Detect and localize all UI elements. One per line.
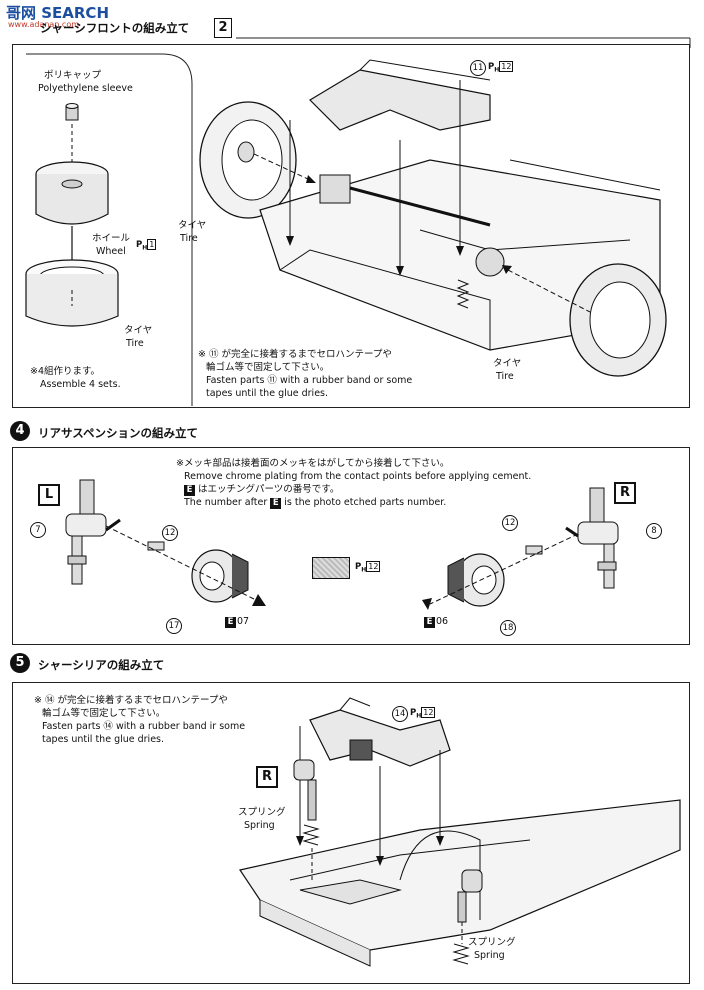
left-part-7: 7 [30,522,46,538]
rear-suspension-right [422,487,619,610]
right-etch-letter: E [424,616,435,628]
left-side-badge: L [38,484,60,506]
watermark-url: www.adanap.com [8,20,79,29]
step5-glue-note-en-1: Fasten parts ⑭ with a rubber band ir som… [42,721,246,732]
step5-title: シャーシリアの組み立て [38,658,165,672]
assemble-note-jp: ※4組作ります。 [30,366,101,377]
plating-swatch [312,557,350,579]
step3-boxed-number: 2 [214,18,232,38]
right-part-18: 18 [500,620,516,636]
right-spring-label-en: Spring [244,820,275,831]
step4-etch-note-en-b: is the photo etched parts number. [284,497,447,508]
watermark-brand: 哥网 SEARCH [6,4,109,22]
rear-chassis-illustration [239,697,681,967]
left-spring-label-en: Spring [474,950,505,961]
step3-title: シャーシフロントの組み立て [40,21,190,35]
step3-glue-note-en-1: Fasten parts ⑪ with a rubber band or som… [206,375,413,386]
step3-wheel-inset [25,53,193,406]
left-part-12: 12 [162,525,178,541]
step4-chrome-note-jp: ※メッキ部品は接着面のメッキをはがしてから接着して下さい。 [176,458,450,469]
etch-marker: E [184,484,195,496]
left-etch-number: 07 [237,616,250,627]
right-etch-number: 06 [436,616,449,627]
step4-etch-note-jp-text: はエッチングパーツの番号です。 [198,484,340,495]
part-11-callout: 11 [470,60,486,76]
right-side-badge: R [614,482,636,504]
step4-chrome-note-en: Remove chrome plating from the contact p… [184,471,532,482]
wheel-label-jp: ホイール [92,233,131,244]
right-etch-ref: E 06 [424,616,448,628]
step3-header-rule [236,37,691,48]
wheel-label-en: Wheel [96,246,126,257]
inset-tire-label-jp: タイヤ [124,325,153,336]
right-part-12: 12 [502,515,518,531]
polycap-label-jp: ポリキャップ [44,70,102,81]
right-part-8: 8 [646,523,662,539]
step4-etch-note-jp: E はエッチングパーツの番号です。 [184,484,339,496]
step5-glue-note-jp-1: ※ ⑭ が完全に接着するまでセロハンテープや [34,695,228,706]
left-spring-label-jp: スプリング [468,937,516,948]
front-chassis-illustration [199,59,667,377]
step3-glue-note-en-2: tapes until the glue dries. [206,388,329,399]
step5-right-badge: R [256,766,278,788]
step5-glue-note-jp-2: 輪ゴム等で固定して下さい。 [42,708,166,719]
right-spring-label-jp: スプリング [238,807,286,818]
part-14-callout: 14 [392,706,408,722]
step4-number: 4 [10,421,30,441]
rear-suspension-left [65,479,266,606]
left-etch-ref: E 07 [225,616,249,628]
step4-etch-note-en-a: The number after [184,497,268,508]
left-etch-letter: E [225,616,236,628]
step4-panel [12,447,690,645]
step3-glue-note-jp-1: ※ ⑪ が完全に接着するまでセロハンテープや [198,349,392,360]
polycap-label-en: Polyethylene sleeve [38,83,133,94]
step3-glue-note-jp-2: 輪ゴム等で固定して下さい。 [206,362,330,373]
front-tire-label-jp: タイヤ [178,220,207,231]
etch-marker-inline: E [270,497,282,509]
step5-glue-note-en-2: tapes until the glue dries. [42,734,165,745]
front-tire-label-en: Tire [180,233,198,244]
inset-tire-label-en: Tire [126,338,144,349]
rear-tire-label-en: Tire [496,371,514,382]
step4-title: リアサスペンションの組み立て [38,426,198,440]
step5-number: 5 [10,653,30,673]
left-part-17: 17 [166,618,182,634]
assemble-note-en: Assemble 4 sets. [40,379,121,390]
rear-tire-label-jp: タイヤ [493,358,522,369]
step4-etch-note-en: The number after E is the photo etched p… [184,497,446,509]
